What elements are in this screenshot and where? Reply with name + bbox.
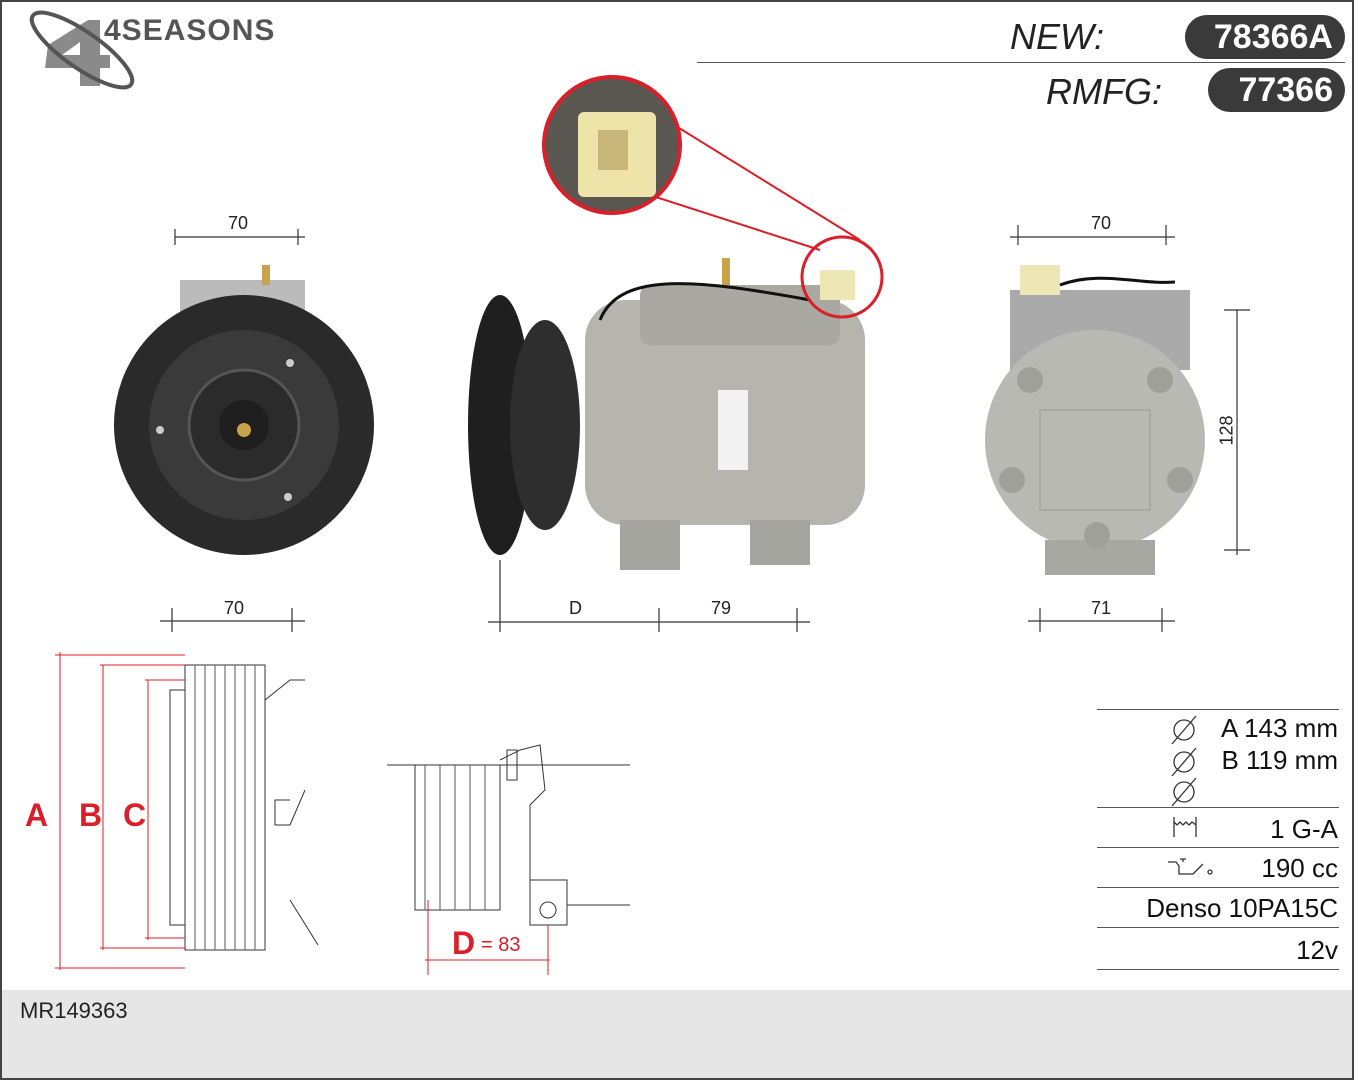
d-value: = 83 <box>481 934 521 956</box>
spec-model: Denso 10PA15C <box>1146 893 1338 923</box>
diameter-a-icon <box>1171 715 1197 745</box>
footer-bar: MR149363 <box>2 990 1352 1078</box>
pulley-diagram-d <box>387 744 630 975</box>
compressor-front-image <box>114 265 374 555</box>
spec-dia-b: B 119 mm <box>1221 745 1338 775</box>
spec-row-model: Denso 10PA15C <box>1097 887 1339 928</box>
product-drawings <box>55 75 1250 975</box>
header-divider <box>697 62 1345 63</box>
spec-row-oil: 190 cc <box>1097 847 1339 888</box>
rmfg-number-badge: 77366 <box>1208 68 1345 112</box>
brand-logo <box>29 10 135 90</box>
dim-side-d: D <box>569 598 582 618</box>
dimension-lines <box>160 225 1250 632</box>
oe-number: MR149363 <box>20 998 128 1023</box>
pulley-diagram-abc <box>55 652 319 970</box>
diameter-c-icon <box>1171 777 1197 807</box>
label-c: C <box>123 797 147 833</box>
dim-rear-top: 70 <box>1091 213 1112 233</box>
spec-icons <box>1168 715 1213 875</box>
diameter-b-icon <box>1171 747 1197 777</box>
new-number-badge: 78366A <box>1185 15 1345 59</box>
compressor-rear-image <box>985 265 1205 575</box>
logo-text: 4SEASONS <box>104 14 276 47</box>
belt-grooves-icon <box>1173 817 1197 837</box>
label-a: A <box>25 797 49 833</box>
spec-dia-a: A 143 mm <box>1220 713 1338 743</box>
spec-row-diameters: A 143 mm B 119 mm <box>1097 709 1339 808</box>
oil-can-icon <box>1168 858 1213 875</box>
spec-row-voltage: 12v <box>1097 927 1339 970</box>
spec-oil: 190 cc <box>1261 853 1338 883</box>
spec-voltage: 12v <box>1296 935 1338 965</box>
dim-front-bottom: 70 <box>224 598 245 618</box>
dim-side-79: 79 <box>711 598 732 618</box>
compressor-side-image <box>468 75 884 570</box>
label-b: B <box>79 797 103 833</box>
new-label: NEW: <box>1010 16 1104 57</box>
dim-front-top: 70 <box>228 213 249 233</box>
label-d: D <box>452 925 476 961</box>
spec-row-grooves: 1 G-A <box>1097 807 1339 848</box>
dim-rear-bottom: 71 <box>1091 598 1112 618</box>
dim-rear-height: 128 <box>1216 415 1237 446</box>
rmfg-label: RMFG: <box>1046 71 1162 112</box>
spec-pulley-grooves: 1 G-A <box>1270 814 1338 844</box>
